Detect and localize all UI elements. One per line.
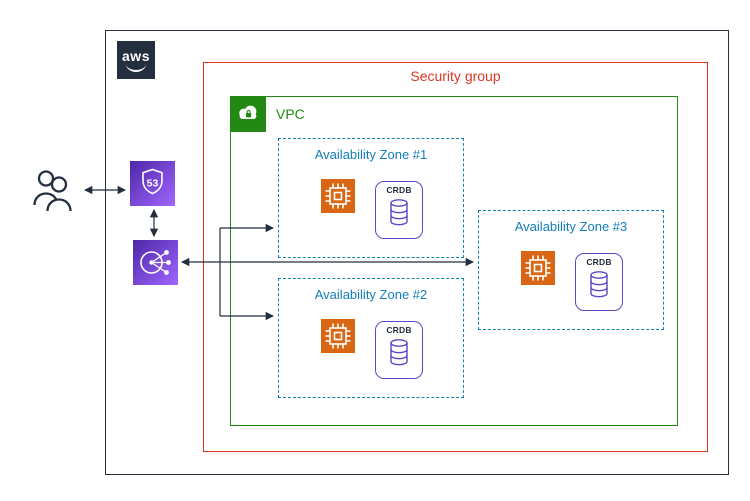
aws-cloud-icon: aws [117, 41, 155, 79]
route53-shield-text: 53 [147, 178, 159, 190]
database-cylinder-icon [390, 198, 408, 225]
chip-glyph [325, 323, 351, 349]
crdb-node-label: CRDB [386, 325, 412, 335]
ec2-instance-icon [321, 319, 355, 353]
aws-cloud-boundary [105, 30, 729, 475]
database-cylinder-icon [390, 338, 408, 365]
availability-zone-3-label: Availability Zone #3 [514, 219, 628, 234]
chip-glyph [325, 183, 351, 209]
vpc-label: VPC [276, 106, 305, 122]
crdb-node: CRDB [375, 321, 423, 379]
route53-shield-icon: 53 [142, 168, 163, 195]
elastic-load-balancer-glyph [140, 250, 171, 275]
database-cylinder-icon [590, 270, 608, 297]
security-group-boundary: Security group [203, 62, 708, 452]
crdb-node: CRDB [375, 181, 423, 239]
vpc-cloud-lock-glyph [239, 105, 257, 119]
route53-icon: 53 [130, 161, 175, 206]
load-balancer-icon [133, 240, 178, 285]
ec2-instance-icon [321, 179, 355, 213]
crdb-node-label: CRDB [386, 185, 412, 195]
aws-logo-text: aws [122, 47, 150, 64]
availability-zone-1-label: Availability Zone #1 [314, 147, 428, 162]
users-glyph [33, 170, 72, 212]
users-icon [27, 166, 81, 216]
vpc-icon [230, 96, 266, 132]
security-group-label: Security group [410, 68, 501, 84]
crdb-node-label: CRDB [586, 257, 612, 267]
availability-zone-2-label: Availability Zone #2 [314, 287, 428, 302]
chip-glyph [525, 255, 551, 281]
aws-smile-arc [126, 64, 146, 72]
availability-zone-2: Availability Zone #2 CRDB [278, 278, 464, 398]
ec2-instance-icon [521, 251, 555, 285]
crdb-node: CRDB [575, 253, 623, 311]
availability-zone-1: Availability Zone #1 CRDB [278, 138, 464, 258]
availability-zone-3: Availability Zone #3 CRDB [478, 210, 664, 330]
